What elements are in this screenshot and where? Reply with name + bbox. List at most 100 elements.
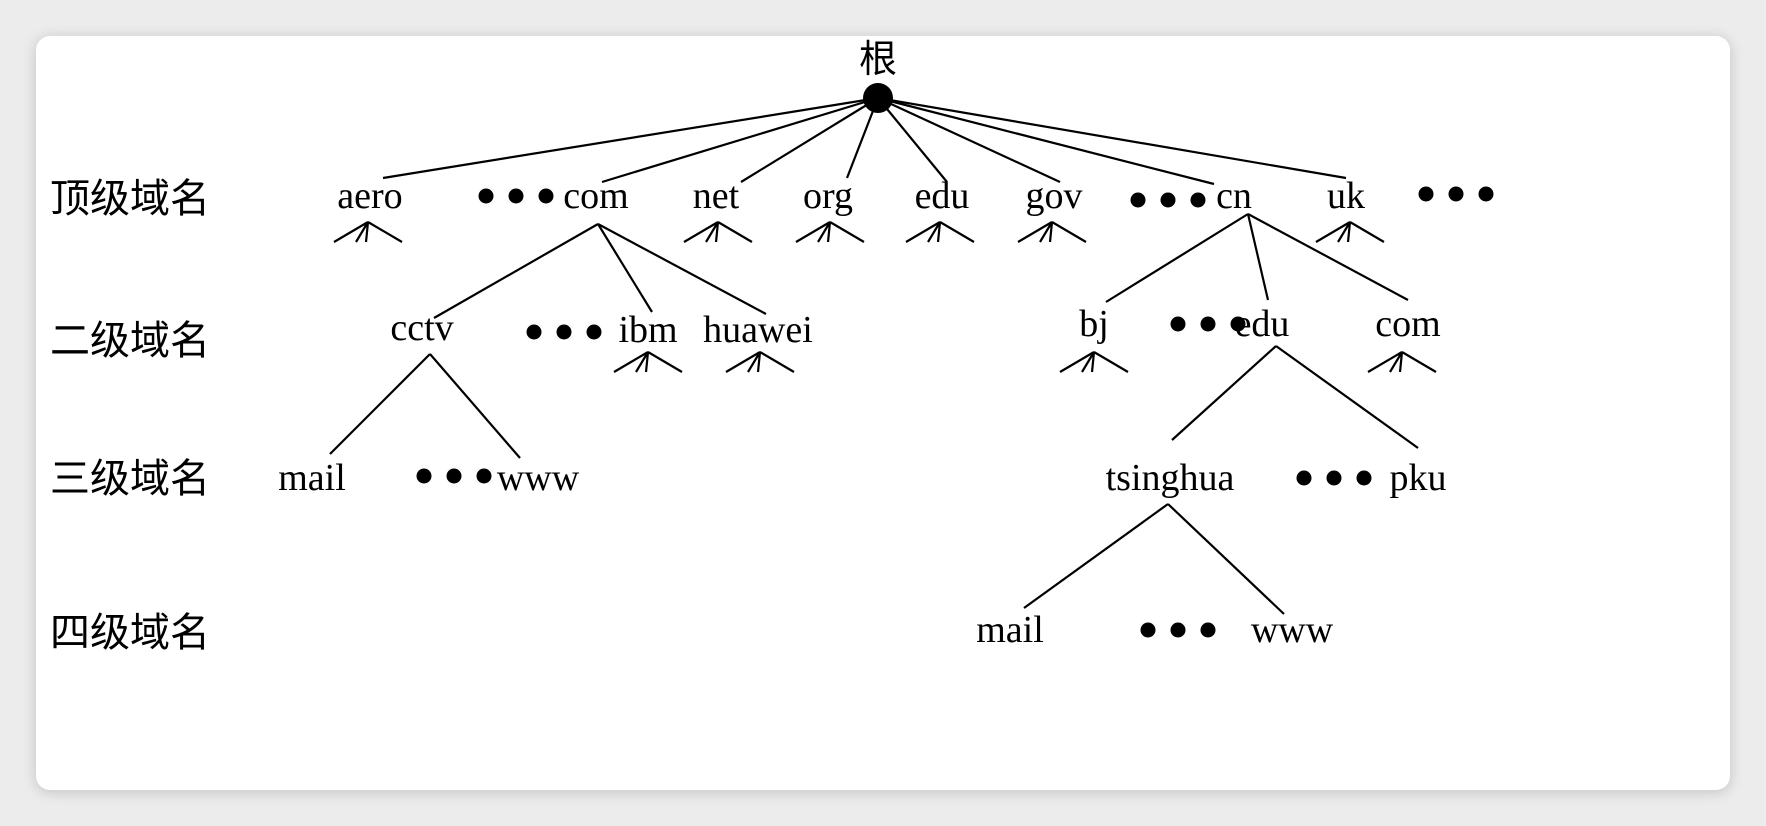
ellipsis-third-2-dot — [1326, 470, 1342, 486]
node-org: org — [803, 175, 853, 217]
ellipsis-second-2-dot — [1230, 316, 1246, 332]
ellipsis-third-2-dot — [1356, 470, 1372, 486]
ellipsis-top-2-dot — [1130, 192, 1146, 208]
level-label-second: 二级域名 — [50, 318, 210, 364]
node-edu: edu — [915, 175, 970, 217]
edge-com-cctv — [433, 223, 599, 319]
ellipsis-top-1-dot — [508, 188, 524, 204]
edge-root-uk — [877, 96, 1347, 180]
edge-root-com — [601, 96, 879, 184]
edges-third — [329, 345, 1419, 459]
node-bj: bj — [1079, 303, 1109, 345]
node-tsinghua-mail: mail — [976, 609, 1044, 651]
ellipsis-top-3-dot — [1448, 186, 1464, 202]
root-node: 根 — [859, 39, 897, 113]
edge-tsinghua-www — [1167, 503, 1285, 615]
node-uk: uk — [1327, 175, 1365, 217]
edge-cn-com — [1247, 213, 1409, 301]
ellipsis-second-1-dot — [586, 324, 602, 340]
ellipsis-top-1-dot — [478, 188, 494, 204]
child-fans — [333, 221, 1437, 373]
edge-root-gov — [877, 97, 1061, 183]
node-tsinghua: tsinghua — [1106, 457, 1235, 499]
level-label-top: 顶级域名 — [50, 176, 210, 222]
ellipsis-second-2 — [1170, 316, 1246, 332]
edge-root-net — [740, 97, 879, 183]
diagram-card: 顶级域名 二级域名 三级域名 四级域名 — [36, 36, 1730, 790]
node-cctv-mail: mail — [278, 457, 346, 499]
node-cn: cn — [1216, 175, 1252, 217]
fan-edu — [905, 221, 975, 243]
ellipsis-third-1-dot — [446, 468, 462, 484]
fourth-level-nodes: mail www — [976, 609, 1333, 651]
edge-tsinghua-mail — [1023, 503, 1169, 609]
ellipsis-second-2-dot — [1170, 316, 1186, 332]
edge-edu-pku — [1275, 345, 1419, 449]
ellipsis-fourth-1-dot — [1140, 622, 1156, 638]
edge-cn-bj — [1105, 213, 1249, 303]
ellipses — [416, 186, 1494, 638]
node-com: com — [563, 175, 628, 217]
second-level-nodes: cctv ibm huawei bj edu com — [390, 303, 1440, 351]
ellipsis-fourth-1-dot — [1170, 622, 1186, 638]
ellipsis-third-2-dot — [1296, 470, 1312, 486]
node-huawei: huawei — [703, 309, 813, 351]
node-aero: aero — [337, 175, 402, 217]
node-ibm: ibm — [618, 309, 677, 351]
ellipsis-fourth-1 — [1140, 622, 1216, 638]
ellipsis-third-1-dot — [476, 468, 492, 484]
ellipsis-top-3 — [1418, 186, 1494, 202]
ellipsis-top-1 — [478, 188, 554, 204]
edge-cctv-www — [429, 353, 521, 459]
top-level-nodes: aero com net org edu gov cn uk — [337, 175, 1365, 217]
fan-uk — [1315, 221, 1385, 243]
root-dot — [863, 83, 893, 113]
ellipsis-third-1 — [416, 468, 492, 484]
root-label: 根 — [859, 39, 897, 81]
ellipsis-top-3-dot — [1418, 186, 1434, 202]
fan-ibm — [613, 351, 683, 373]
edge-com-ibm — [597, 223, 653, 313]
node-tsinghua-www: www — [1251, 609, 1334, 651]
fan-cn-com — [1367, 351, 1437, 373]
fan-gov — [1017, 221, 1087, 243]
ellipsis-second-1 — [526, 324, 602, 340]
ellipsis-top-1-dot — [538, 188, 554, 204]
third-level-nodes: mail www tsinghua pku — [278, 457, 1446, 499]
edges-second — [433, 213, 1409, 319]
edge-root-edu — [877, 97, 948, 183]
edge-cctv-mail — [329, 353, 431, 455]
fan-net — [683, 221, 753, 243]
ellipsis-third-2 — [1296, 470, 1372, 486]
edges-root — [382, 96, 1347, 186]
ellipsis-top-2-dot — [1190, 192, 1206, 208]
edge-edu-tsinghua — [1171, 345, 1277, 441]
fan-huawei — [725, 351, 795, 373]
ellipsis-second-1-dot — [526, 324, 542, 340]
ellipsis-second-1-dot — [556, 324, 572, 340]
edge-cn-edu — [1246, 213, 1270, 301]
node-cctv: cctv — [390, 307, 453, 349]
node-gov: gov — [1026, 175, 1083, 217]
level-label-third: 三级域名 — [50, 456, 210, 502]
node-cn-com: com — [1375, 303, 1440, 345]
edges-fourth — [1023, 503, 1285, 615]
ellipsis-second-2-dot — [1200, 316, 1216, 332]
ellipsis-top-2 — [1130, 192, 1206, 208]
fan-bj — [1059, 351, 1129, 373]
ellipsis-top-3-dot — [1478, 186, 1494, 202]
edge-root-aero — [382, 96, 879, 180]
node-pku: pku — [1390, 457, 1447, 499]
ellipsis-fourth-1-dot — [1200, 622, 1216, 638]
level-label-fourth: 四级域名 — [50, 610, 210, 656]
fan-aero — [333, 221, 403, 243]
ellipsis-top-2-dot — [1160, 192, 1176, 208]
edge-root-cn — [877, 96, 1215, 186]
domain-name-tree: 顶级域名 二级域名 三级域名 四级域名 — [50, 39, 1494, 656]
level-labels: 顶级域名 二级域名 三级域名 四级域名 — [50, 176, 210, 656]
ellipsis-third-1-dot — [416, 468, 432, 484]
node-net: net — [693, 175, 740, 217]
node-cctv-www: www — [497, 457, 580, 499]
fan-org — [795, 221, 865, 243]
edge-com-huawei — [597, 223, 767, 315]
